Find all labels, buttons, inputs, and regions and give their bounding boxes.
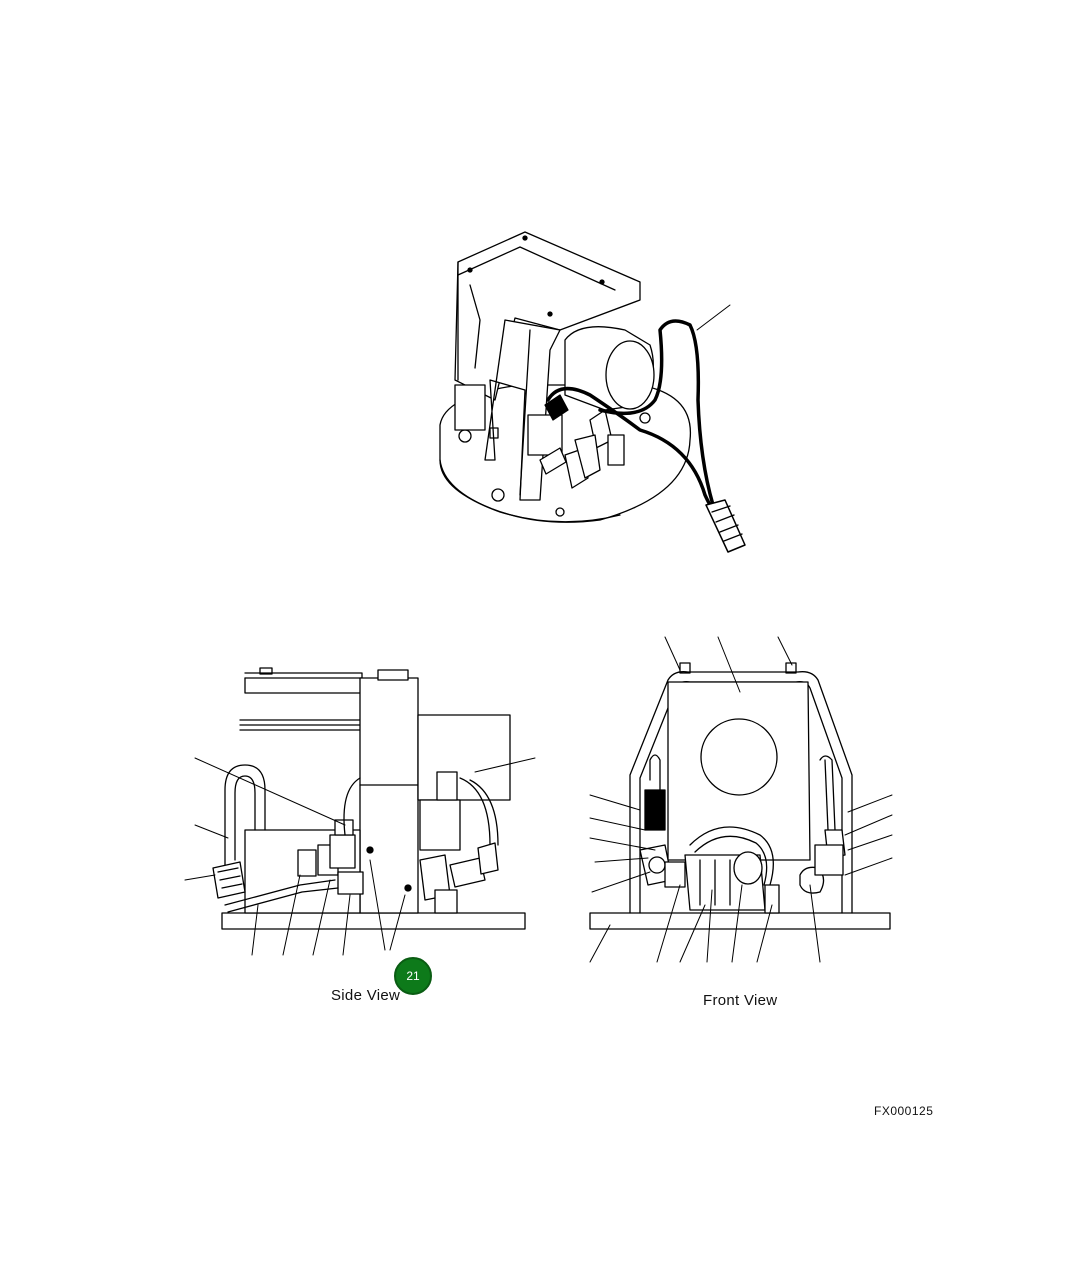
side-view-drawing [184,667,536,956]
side-view-label: Side View [331,987,401,1004]
front-view-label: Front View [703,992,778,1009]
front-view-drawing [589,636,893,963]
isometric-assembly [439,231,746,553]
callout-marker-button[interactable]: 21 [394,957,432,995]
figure-id: FX000125 [874,1104,934,1118]
